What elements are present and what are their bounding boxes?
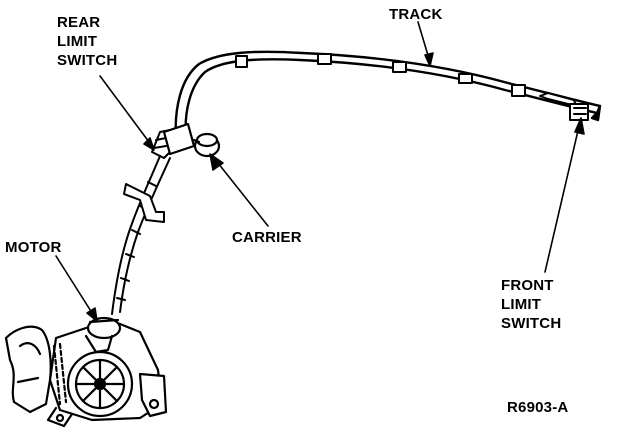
track-clips [235,53,577,107]
label-rear-line-2: LIMIT [57,33,98,50]
leader-arrows [55,21,585,322]
label-front-line-2: LIMIT [501,296,542,313]
label-motor: MOTOR [5,239,62,256]
label-rear-line-1: REAR [57,14,101,31]
figure-id: R6903-A [507,399,569,416]
label-rear-limit-switch: REAR LIMIT SWITCH [57,13,117,70]
label-rear-line-3: SWITCH [57,52,118,69]
label-track: TRACK [389,6,443,23]
arrow-rear-limit-switch [99,75,153,147]
arrow-motor [55,255,95,317]
front-limit-switch [569,103,589,121]
cable-tube [111,155,171,315]
label-front-line-3: SWITCH [501,315,562,332]
arrow-front-limit-switch [544,121,581,273]
label-front-line-1: FRONT [501,277,554,294]
label-carrier: CARRIER [232,229,302,246]
carrier [162,122,221,158]
arrow-carrier [213,157,269,227]
motor [4,316,168,428]
label-front-limit-switch: FRONT LIMIT SWITCH [501,276,561,333]
